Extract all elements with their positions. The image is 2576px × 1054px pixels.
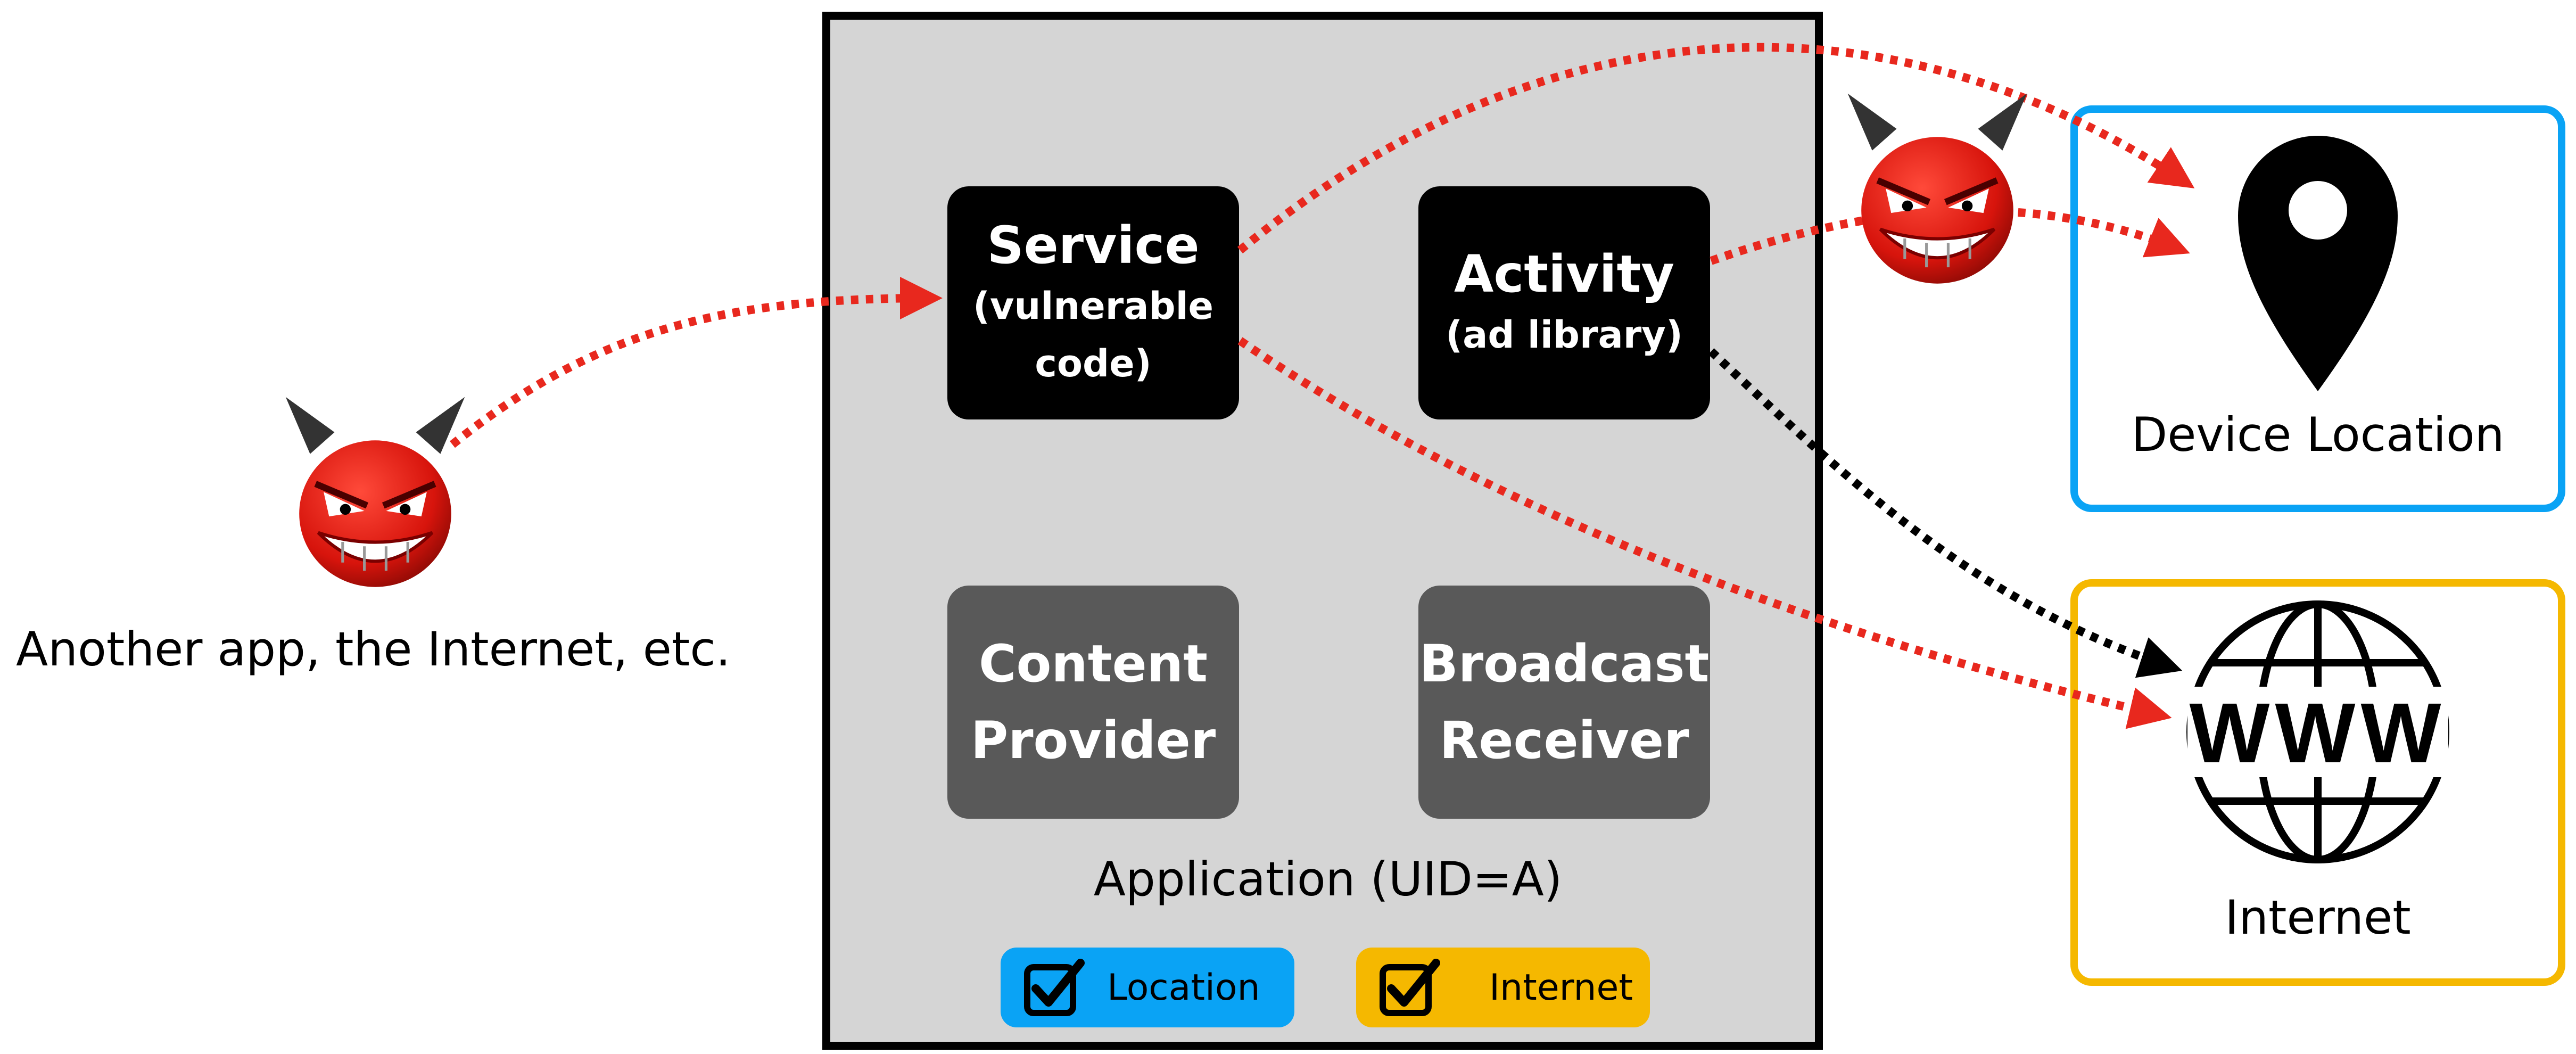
content-provider-title: Content Provider bbox=[970, 634, 1216, 770]
internet-label: Internet bbox=[2225, 890, 2411, 945]
attacker-label: Another app, the Internet, etc. bbox=[16, 622, 731, 677]
service-component: Service (vulnerable code) bbox=[947, 186, 1239, 419]
content-provider-component: Content Provider bbox=[947, 586, 1239, 819]
service-subtitle: (vulnerable code) bbox=[972, 284, 1214, 386]
permission-internet-badge: Internet bbox=[1356, 948, 1650, 1027]
permission-location-badge: Location bbox=[1001, 948, 1294, 1027]
devil-icon bbox=[286, 397, 465, 587]
arrow-service-to-location bbox=[1237, 43, 2195, 254]
broadcast-receiver-component: Broadcast Receiver bbox=[1418, 586, 1710, 819]
broadcast-receiver-title: Broadcast Receiver bbox=[1419, 634, 1710, 770]
checkbox-checked-icon bbox=[1024, 959, 1085, 1016]
arrow-activity-to-internet bbox=[1708, 348, 2183, 678]
activity-component: Activity (ad library) bbox=[1418, 186, 1710, 419]
activity-subtitle: (ad library) bbox=[1446, 312, 1683, 357]
permission-location-label: Location bbox=[1107, 966, 1260, 1009]
service-title: Service bbox=[987, 215, 1200, 275]
activity-title: Activity bbox=[1454, 244, 1674, 304]
permission-internet-label: Internet bbox=[1489, 966, 1633, 1009]
checkbox-checked-icon bbox=[1380, 959, 1440, 1016]
globe-www-icon bbox=[2186, 600, 2449, 863]
attack-arrow-to-service bbox=[449, 277, 943, 448]
globe-www-text: WWW bbox=[2189, 685, 2446, 780]
arrow-service-to-internet bbox=[1237, 337, 2172, 729]
device-location-label: Device Location bbox=[2131, 407, 2505, 462]
location-pin-icon bbox=[2238, 136, 2398, 391]
application-label: Application (UID=A) bbox=[1093, 852, 1563, 907]
devil-icon bbox=[1848, 94, 2027, 284]
